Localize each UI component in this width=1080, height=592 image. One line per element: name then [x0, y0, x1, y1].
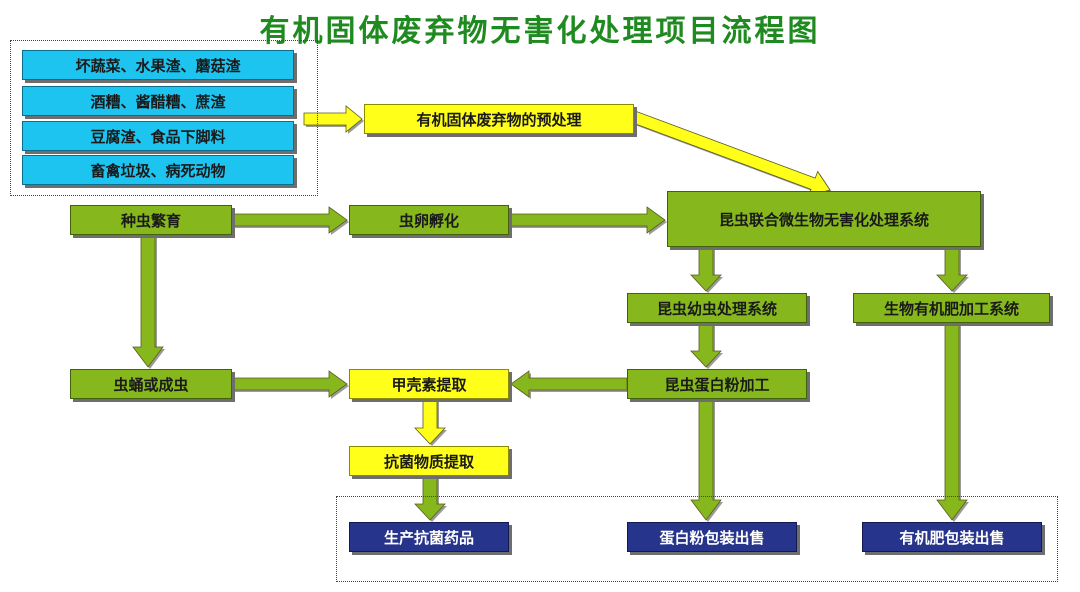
fertilizer-system-box: 生物有机肥加工系统 — [853, 293, 1050, 323]
fertilizer-sale-box: 有机肥包装出售 — [862, 522, 1042, 552]
waste-source-livestock: 畜禽垃圾、病死动物 — [22, 155, 294, 185]
arrow-hatching-to-system — [508, 206, 666, 234]
page-title: 有机固体废弃物无害化处理项目流程图 — [259, 14, 821, 49]
drug-production-box: 生产抗菌药品 — [349, 522, 509, 552]
arrow-protein-to-chitin — [510, 370, 628, 398]
arrow-larva-to-protein — [690, 322, 722, 368]
arrow-system-to-fertilizer — [936, 246, 968, 292]
waste-source-tofu-residue: 豆腐渣、食品下脚料 — [22, 121, 294, 151]
chitin-extraction-box: 甲壳素提取 — [349, 369, 509, 399]
output-products-group — [336, 496, 1058, 582]
breeding-box: 种虫繁育 — [70, 205, 232, 235]
larva-system-box: 昆虫幼虫处理系统 — [627, 293, 807, 323]
arrow-sources-to-pretreatment — [303, 105, 363, 133]
waste-source-distillers-grains: 酒糟、酱醋糟、蔗渣 — [22, 86, 294, 116]
protein-sale-box: 蛋白粉包装出售 — [627, 522, 797, 552]
arrow-protein-to-sale — [690, 398, 722, 521]
hatching-box: 虫卵孵化 — [349, 205, 509, 235]
arrow-pretreatment-to-system — [631, 110, 831, 197]
arrow-antibacterial-to-drug — [414, 475, 446, 521]
arrow-pupa-to-chitin — [231, 370, 348, 398]
arrow-breeding-to-pupa — [132, 234, 164, 368]
waste-sources-group — [10, 40, 318, 196]
arrow-fertilizer-to-sale — [936, 322, 968, 521]
pupa-box: 虫蛹或成虫 — [70, 369, 232, 399]
arrow-chitin-to-antibacterial — [414, 398, 446, 445]
arrow-system-to-larva — [690, 246, 722, 292]
protein-processing-box: 昆虫蛋白粉加工 — [627, 369, 807, 399]
arrow-breeding-to-hatching — [231, 206, 348, 234]
pretreatment-box: 有机固体废弃物的预处理 — [364, 104, 634, 134]
treatment-system-box: 昆虫联合微生物无害化处理系统 — [667, 191, 981, 247]
antibacterial-extraction-box: 抗菌物质提取 — [349, 446, 509, 476]
waste-source-vegetables: 坏蔬菜、水果渣、蘑菇渣 — [22, 50, 294, 80]
